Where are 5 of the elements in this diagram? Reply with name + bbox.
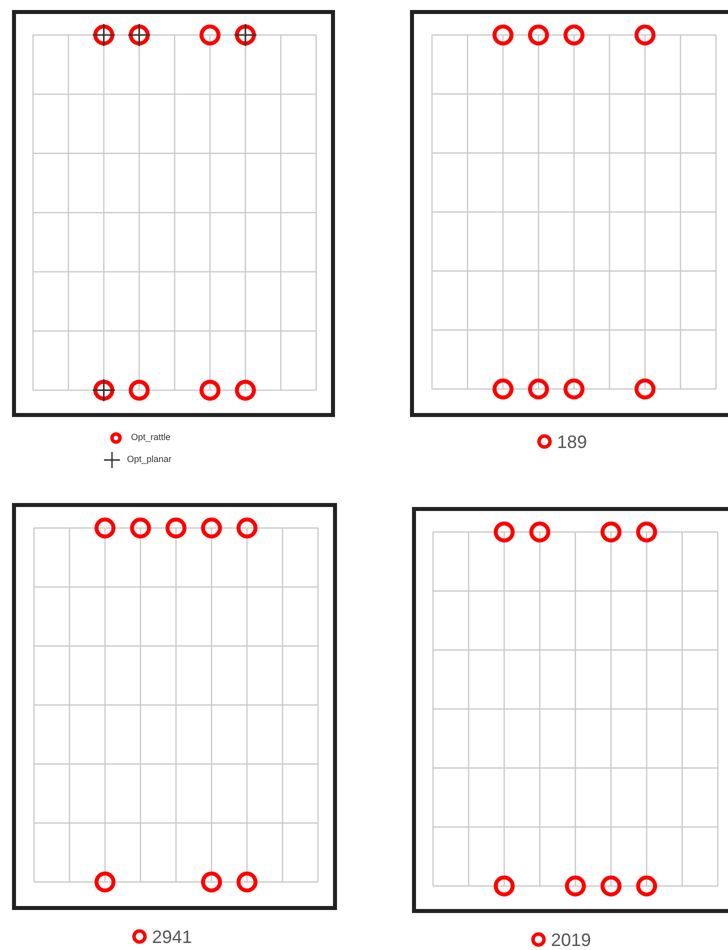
panel-label: 2941 [152,927,192,947]
panel-label: 2019 [551,930,592,950]
panel-label: 189 [557,432,588,452]
legend-label: Opt_rattle [131,432,171,443]
legend-label: Opt_planar [127,454,172,465]
